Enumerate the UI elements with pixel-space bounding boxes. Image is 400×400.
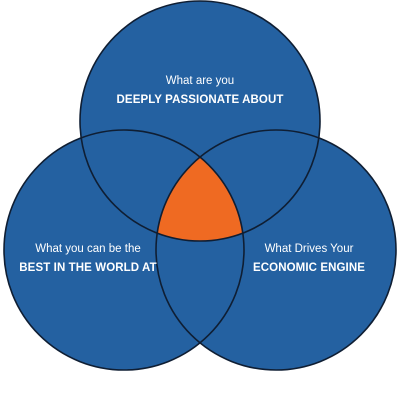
circle-left-outline [3,129,245,371]
label-right-line2: ECONOMIC ENGINE [252,262,366,274]
label-top-line1: What are you [165,75,235,87]
label-right-circle: What Drives Your ECONOMIC ENGINE [253,240,365,278]
label-right-line1: What Drives Your [264,243,354,255]
label-left-line2: BEST IN THE WORLD AT [19,262,157,274]
circle-right-outline [155,129,397,371]
center-intersection [156,130,244,241]
label-left-line1: What you can be the [35,243,141,255]
label-top-line2: DEEPLY PASSIONATE ABOUT [116,94,284,106]
label-left-circle: What you can be the BEST IN THE WORLD AT [19,240,156,278]
label-top-circle: What are you DEEPLY PASSIONATE ABOUT [117,72,284,110]
circle-top-outline [79,0,321,242]
